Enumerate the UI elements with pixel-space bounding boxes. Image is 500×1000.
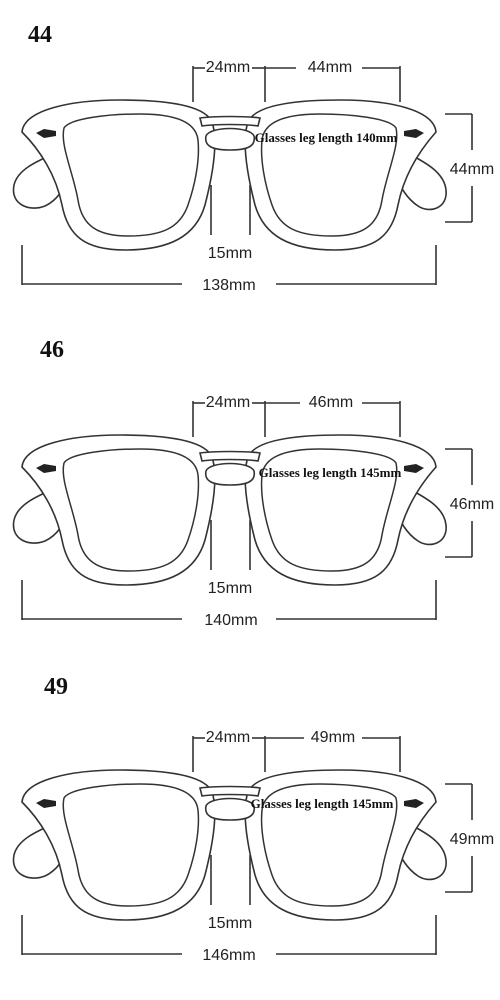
size-label: 46 <box>40 337 64 363</box>
bridge <box>199 785 261 797</box>
size-panel-44: 44 24mm 44mm 44mm Glasses leg lengt <box>0 0 500 330</box>
lens-right <box>260 448 398 572</box>
rivet-right-icon <box>404 129 424 138</box>
size-panel-46: 46 24mm 46mm 46mm Glasses leg length 145… <box>0 335 500 665</box>
leg-length-label: Glasses leg length 145mm <box>259 465 402 480</box>
total-width-label: 146mm <box>202 947 255 964</box>
nose-pad <box>204 462 256 486</box>
lens-height-label: 44mm <box>450 161 494 178</box>
lens-right <box>260 783 398 907</box>
lens-width-label: 49mm <box>311 729 355 746</box>
size-label: 49 <box>44 674 68 700</box>
lens-width-label: 46mm <box>309 394 353 411</box>
total-width-label: 140mm <box>204 612 257 629</box>
rivet-left-icon <box>36 129 56 138</box>
size-label: 44 <box>28 22 52 48</box>
nose-width-label: 15mm <box>208 915 252 932</box>
lens-left <box>62 113 200 237</box>
nose-width-label: 15mm <box>208 580 252 597</box>
bridge <box>199 450 261 462</box>
bridge <box>199 115 261 127</box>
rivet-right-icon <box>404 464 424 473</box>
lens-width-label: 44mm <box>308 59 352 76</box>
bridge-width-label: 24mm <box>206 59 250 76</box>
rivet-left-icon <box>36 464 56 473</box>
rivet-right-icon <box>404 799 424 808</box>
leg-length-label: Glasses leg length 145mm <box>251 796 394 811</box>
glasses-diagram: 46 24mm 46mm 46mm Glasses leg length 145… <box>12 337 494 629</box>
lens-left <box>62 448 200 572</box>
glasses-diagram: 49 24mm 49mm 49mm Glasses leg length 145… <box>12 674 494 964</box>
nose-pad <box>204 127 256 151</box>
size-panel-49: 49 24mm 49mm 49mm Glasses leg length 145… <box>0 670 500 1000</box>
lens-left <box>62 783 200 907</box>
bridge-width-label: 24mm <box>206 394 250 411</box>
total-width-label: 138mm <box>202 277 255 294</box>
rivet-left-icon <box>36 799 56 808</box>
glasses-diagram: 44 24mm 44mm 44mm Glasses leg lengt <box>12 22 494 294</box>
bridge-width-label: 24mm <box>206 729 250 746</box>
nose-pad <box>204 797 256 821</box>
lens-right <box>260 113 398 237</box>
nose-width-label: 15mm <box>208 245 252 262</box>
lens-height-label: 49mm <box>450 831 494 848</box>
leg-length-label: Glasses leg length 140mm <box>255 130 398 145</box>
lens-height-label: 46mm <box>450 496 494 513</box>
